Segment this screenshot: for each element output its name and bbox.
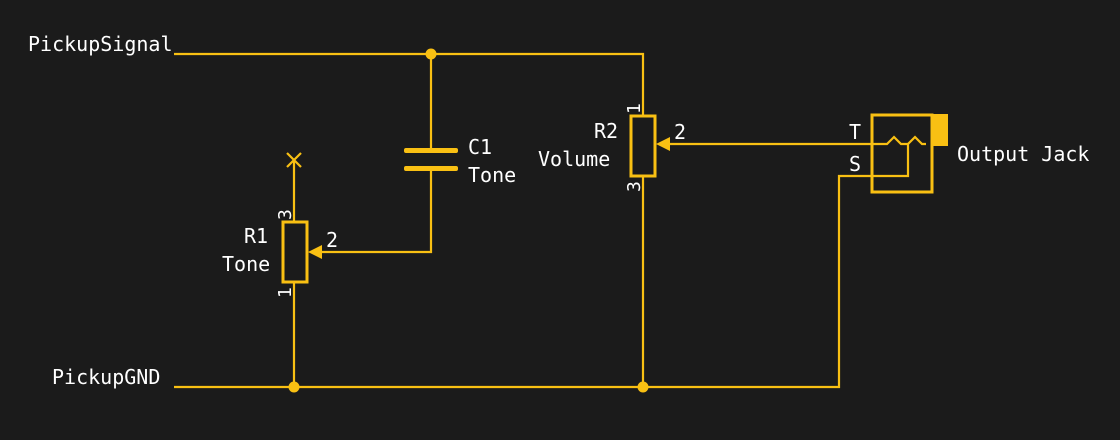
capacitor-c1[interactable] [319,54,458,254]
net-label-ground[interactable]: PickupGND [52,365,160,389]
r1-reference: R1 [244,224,268,248]
r2-pin-top: 1 [624,103,645,114]
wiper-arrow-icon [656,137,670,151]
wire-pickup-gnd[interactable] [174,174,872,389]
wiper-arrow-icon [308,245,322,259]
r2-reference: R2 [594,119,618,143]
net-label-signal[interactable]: PickupSignal [28,32,173,56]
jack-pin-sleeve: S [849,152,861,176]
r1-value: Tone [222,252,270,276]
r2-pin-bottom: 3 [624,181,645,192]
potentiometer-r2[interactable] [629,114,872,387]
r1-pin-wiper: 2 [326,228,338,252]
jack-pin-tip: T [849,120,861,144]
jack-label: Output Jack [957,142,1089,166]
r1-pin-top: 3 [275,209,296,220]
r1-pin-bottom: 1 [275,287,296,298]
c1-value: Tone [468,163,516,187]
c1-reference: C1 [468,135,492,159]
r2-value: Volume [538,147,610,171]
jack-sleeve-tab [932,114,948,146]
potentiometer-r1[interactable] [281,152,322,387]
output-jack-j1[interactable] [870,113,948,194]
r2-pin-wiper: 2 [674,120,686,144]
wire-pickup-signal[interactable] [174,52,645,116]
